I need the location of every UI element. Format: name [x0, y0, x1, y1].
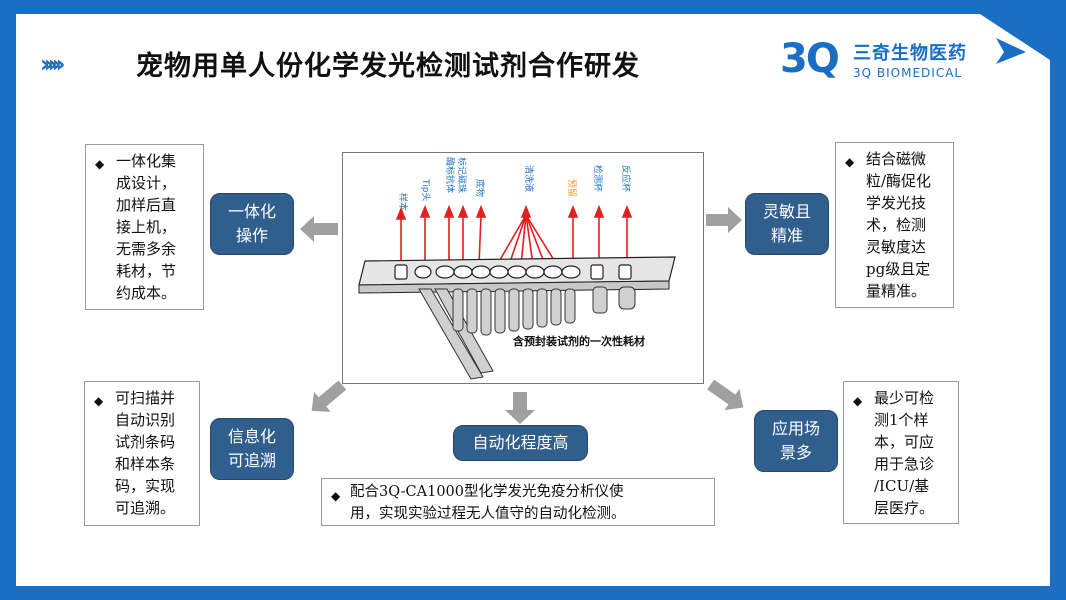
arrow-left-icon [300, 216, 338, 242]
feature-text-traceability: ◆ 可扫描并 自动识别 试剂条码 和样本条 码，实现 可追溯。 [84, 381, 200, 526]
traceability-button[interactable]: 信息化可追溯 [210, 418, 294, 480]
text-line: 术，检测 [866, 216, 927, 234]
arrow-down-left-icon [311, 380, 347, 412]
text-line: 本，可应 [874, 433, 935, 451]
logo-name-en: 3Q BIOMEDICAL [853, 66, 963, 80]
text-line: 试剂条码 [115, 433, 176, 451]
feature-text-scenarios: ◆ 最少可检 测1个样 本，可应 用于急诊 /ICU/基 层医疗。 [843, 381, 959, 524]
text-line: 和样本条 [115, 455, 176, 473]
feature-text-automation: ◆ 配合3Q-CA1000型化学发光免疫分析仪使 用，实现实验过程无人值守的自动… [321, 478, 715, 526]
bullet-diamond-icon: ◆ [853, 394, 863, 408]
label-reserved: 预留 [566, 179, 578, 197]
arrow-right-icon [706, 207, 742, 233]
text-line: 量精准。 [866, 282, 927, 300]
text-line: 学发光技 [866, 194, 927, 212]
label-substrate: 底物 [474, 179, 486, 197]
logo-name-cn: 三奇生物医药 [853, 43, 967, 64]
chevron-icon: ››››› [40, 50, 66, 78]
label-reaction-cup: 反应杯 [620, 165, 632, 192]
text-line: 结合磁微 [866, 150, 927, 168]
logo-mark: 3Q [780, 36, 840, 82]
bullet-diamond-icon: ◆ [94, 394, 104, 408]
label-tip: Tip头 [420, 178, 431, 201]
reagent-strip-image: 样本 Tip头 酶标抗体 标记磁珠 底物 清洗液 预留 检测杯 反应杯 [342, 152, 704, 384]
logo-wing-icon [996, 38, 1026, 64]
text-line: 层医疗。 [874, 499, 935, 517]
label-wash: 清洗液 [523, 165, 535, 192]
text-line: 可追溯。 [115, 499, 176, 517]
label-sample: 样本 [397, 193, 409, 211]
text-line: 可扫描并 [115, 389, 176, 407]
text-line: 无需多余 [116, 240, 177, 258]
text-line: 接上机， [116, 218, 177, 236]
button-label: 灵敏且 [762, 202, 811, 221]
bullet-diamond-icon: ◆ [845, 155, 855, 169]
product-caption: 含预封装试剂的一次性耗材 [513, 335, 645, 348]
text-line: 约成本。 [116, 284, 177, 302]
text-line: 用，实现实验过程无人值守的自动化检测。 [350, 506, 626, 522]
text-line: 码，实现 [115, 477, 176, 495]
button-label: 精准 [770, 226, 803, 245]
button-label: 景多 [779, 443, 812, 462]
sensitive-accurate-button[interactable]: 灵敏且精准 [745, 193, 829, 255]
text-line: 最少可检 [874, 389, 935, 407]
text-line: 成设计， [116, 174, 177, 192]
page-title: 宠物用单人份化学发光检测试剂合作研发 [136, 51, 640, 82]
button-label: 可追溯 [227, 451, 276, 470]
bullet-diamond-icon: ◆ [331, 489, 341, 503]
text-line: 用于急诊 [874, 455, 935, 473]
text-line: 灵敏度达 [866, 238, 927, 256]
feature-text-integration: ◆ 一体化集 成设计， 加样后直 接上机， 无需多余 耗材，节 约成本。 [85, 144, 204, 310]
text-line: 配合3Q-CA1000型化学发光免疫分析仪使 [350, 484, 624, 500]
text-line: 测1个样 [874, 411, 929, 429]
label-magnetic: 标记磁珠 [456, 157, 468, 193]
button-label: 信息化 [227, 427, 276, 446]
automation-button[interactable]: 自动化程度高 [453, 425, 588, 461]
scenarios-button[interactable]: 应用场景多 [754, 410, 838, 472]
button-label: 自动化程度高 [472, 433, 569, 452]
reagent-strip-illustration: 样本 Tip头 酶标抗体 标记磁珠 底物 清洗液 预留 检测杯 反应杯 [358, 157, 676, 380]
text-line: /ICU/基 [874, 477, 930, 495]
button-label: 操作 [235, 226, 268, 245]
button-label: 一体化 [227, 202, 276, 221]
text-line: 自动识别 [115, 411, 176, 429]
arrow-down-right-icon [707, 379, 744, 411]
text-line: 一体化集 [116, 152, 177, 170]
label-detect-cup: 检测杯 [592, 165, 604, 192]
text-line: 耗材，节 [116, 262, 177, 280]
label-enzyme: 酶标抗体 [444, 157, 456, 193]
text-line: pg级且定 [866, 260, 931, 278]
text-line: 加样后直 [116, 196, 177, 214]
feature-text-sensitivity: ◆ 结合磁微 粒/酶促化 学发光技 术，检测 灵敏度达 pg级且定 量精准。 [835, 142, 954, 308]
company-logo: 3Q 三奇生物医药 3Q BIOMEDICAL [780, 36, 1030, 86]
button-label: 应用场 [771, 419, 820, 438]
text-line: 粒/酶促化 [866, 172, 932, 190]
arrow-down-icon [505, 392, 535, 424]
bullet-diamond-icon: ◆ [95, 157, 105, 171]
integrated-operation-button[interactable]: 一体化操作 [210, 193, 294, 255]
